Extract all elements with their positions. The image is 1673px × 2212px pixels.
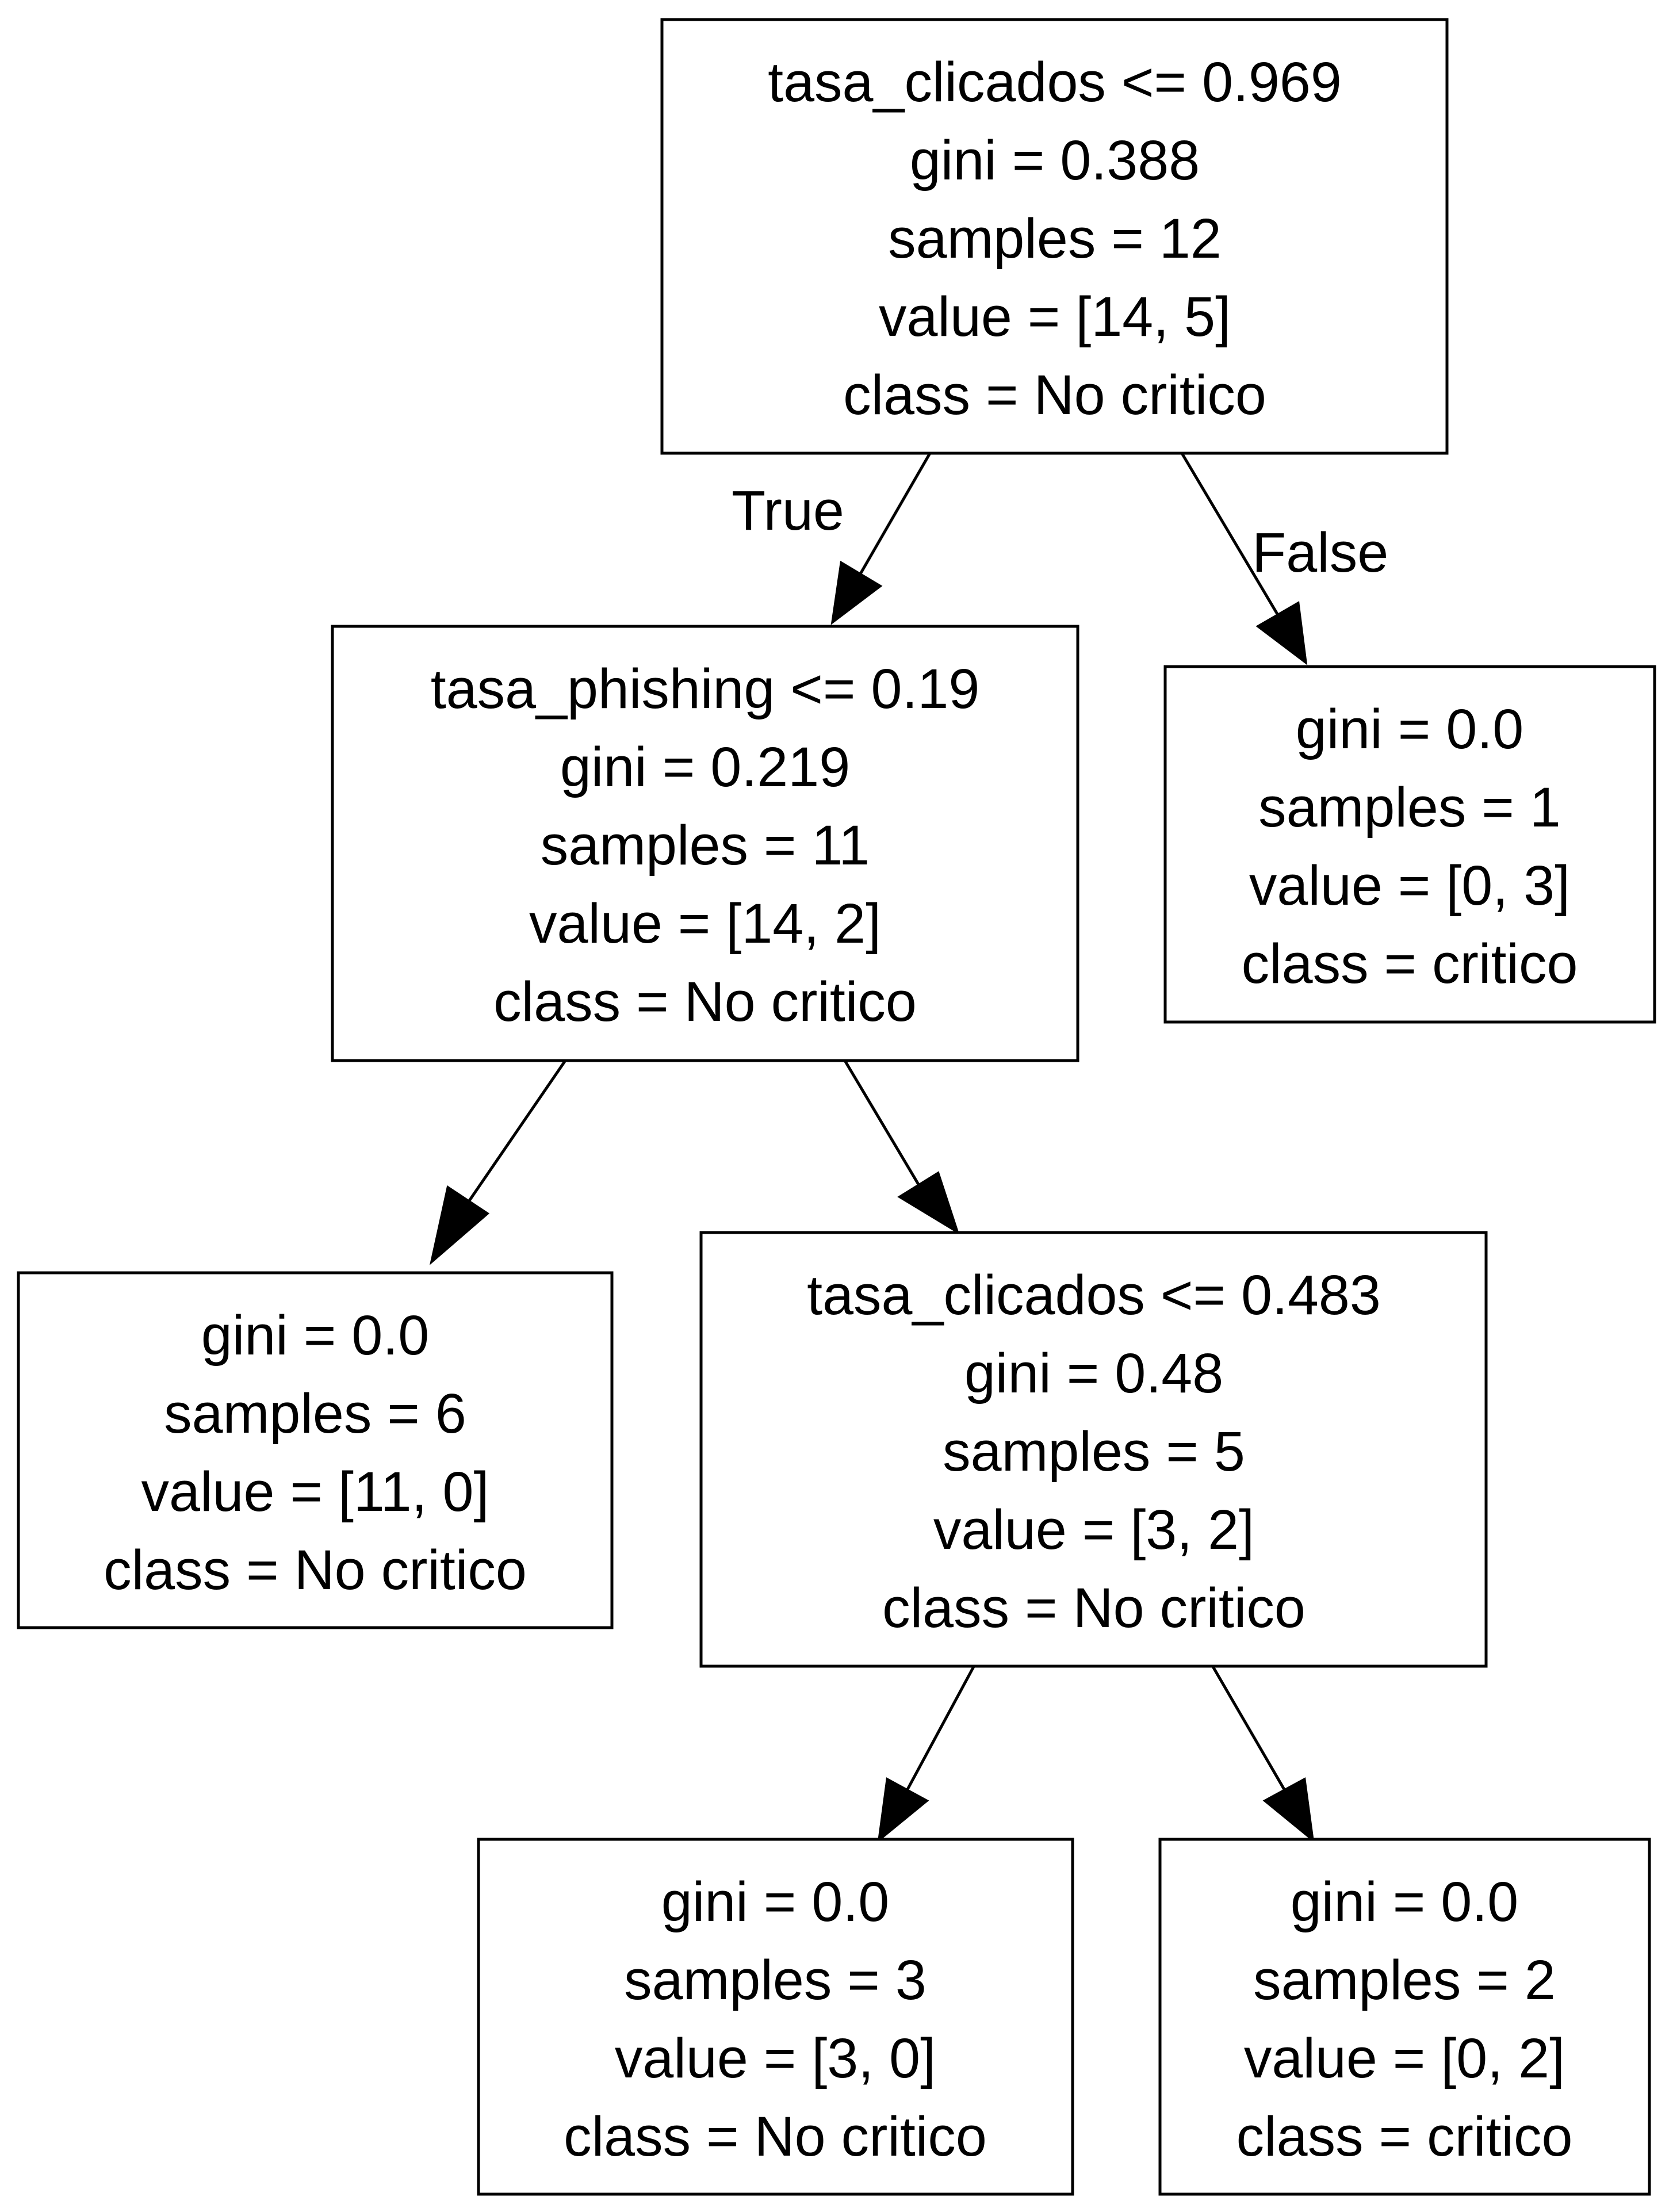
node-value: value = [3, 2] — [933, 1498, 1254, 1561]
edge-n1-to-n4 — [843, 1059, 960, 1235]
node-gini: gini = 0.0 — [661, 1870, 889, 1933]
edge-label-false: False — [1252, 521, 1388, 584]
node-gini: gini = 0.0 — [1291, 1870, 1518, 1933]
tree-node-phishing-split: tasa_phishing <= 0.19 gini = 0.219 sampl… — [331, 625, 1079, 1062]
tree-leaf-no-critico-6: gini = 0.0 samples = 6 value = [11, 0] c… — [17, 1271, 614, 1629]
node-samples: samples = 1 — [1258, 776, 1561, 839]
node-split-rule: tasa_clicados <= 0.969 — [768, 51, 1342, 113]
node-samples: samples = 5 — [943, 1420, 1245, 1483]
node-value: value = [0, 2] — [1244, 2027, 1565, 2089]
arrowhead-icon — [429, 1185, 490, 1265]
tree-leaf-critico-2: gini = 0.0 samples = 2 value = [0, 2] cl… — [1158, 1838, 1651, 2196]
tree-edges: True False — [429, 452, 1388, 1843]
arrowhead-icon — [830, 560, 883, 625]
node-class: class = No critico — [493, 970, 917, 1033]
edge-label-true: True — [732, 479, 844, 542]
tree-leaf-critico-1: gini = 0.0 samples = 1 value = [0, 3] cl… — [1163, 665, 1656, 1024]
edge-n4-to-leaf-left — [877, 1664, 976, 1843]
node-gini: gini = 0.0 — [1296, 698, 1523, 760]
edge-n4-to-leaf-right — [1211, 1664, 1315, 1843]
node-value: value = [14, 2] — [529, 892, 881, 955]
node-samples: samples = 11 — [541, 814, 870, 877]
node-gini: gini = 0.48 — [964, 1342, 1223, 1404]
edge-root-to-left — [830, 452, 932, 625]
tree-node-clicados-split: tasa_clicados <= 0.483 gini = 0.48 sampl… — [699, 1231, 1488, 1668]
node-class: class = No critico — [564, 2105, 987, 2168]
node-value: value = [14, 5] — [879, 285, 1231, 348]
node-class: class = critico — [1236, 2105, 1573, 2168]
node-samples: samples = 6 — [164, 1382, 466, 1445]
arrowhead-icon — [1255, 600, 1308, 665]
edge-n1-to-leaf-left — [429, 1059, 567, 1265]
node-class: class = No critico — [843, 363, 1266, 426]
edge-root-to-right — [1180, 452, 1308, 665]
tree-node-root: tasa_clicados <= 0.969 gini = 0.388 samp… — [660, 18, 1449, 455]
node-samples: samples = 3 — [624, 1949, 927, 2011]
node-class: class = No critico — [104, 1539, 527, 1601]
arrowhead-icon — [877, 1777, 929, 1843]
node-value: value = [0, 3] — [1249, 854, 1570, 917]
node-class: class = No critico — [882, 1576, 1306, 1639]
node-value: value = [11, 0] — [141, 1460, 489, 1523]
node-samples: samples = 12 — [888, 207, 1222, 270]
node-gini: gini = 0.388 — [910, 129, 1200, 192]
node-samples: samples = 2 — [1253, 1949, 1556, 2011]
node-split-rule: tasa_clicados <= 0.483 — [807, 1264, 1381, 1326]
node-value: value = [3, 0] — [615, 2027, 936, 2089]
arrowhead-icon — [1262, 1777, 1315, 1843]
node-gini: gini = 0.219 — [560, 736, 850, 798]
node-gini: gini = 0.0 — [201, 1304, 429, 1367]
node-split-rule: tasa_phishing <= 0.19 — [431, 657, 980, 720]
node-class: class = critico — [1242, 932, 1578, 995]
arrowhead-icon — [897, 1171, 960, 1235]
tree-leaf-no-critico-3: gini = 0.0 samples = 3 value = [3, 0] cl… — [477, 1838, 1074, 2196]
